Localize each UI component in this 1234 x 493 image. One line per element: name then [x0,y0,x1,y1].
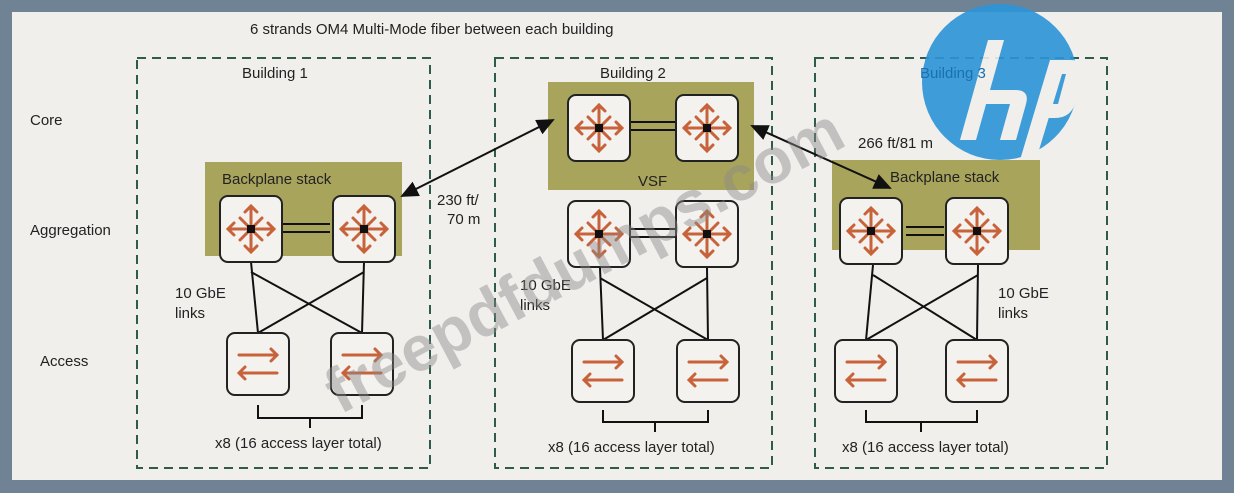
brace [865,410,978,432]
building-2-label: Building 2 [600,65,666,82]
access-total: x8 (16 access layer total) [842,439,1009,456]
brace [602,410,709,432]
access-switch-icon [225,331,291,397]
brace [257,405,363,428]
layer-label-core: Core [30,112,63,129]
distance-b1-b2: 230 ft/70 m [437,192,480,228]
layer-label-access: Access [40,353,88,370]
fiber-link-b2-b3 [750,125,892,189]
fiber-link-b1-b2 [400,119,555,197]
layer-label-aggregation: Aggregation [30,222,111,239]
stack-label: Backplane stack [222,171,332,188]
access-switch-icon [675,338,741,404]
access-switch-icon [944,338,1010,404]
access-total: x8 (16 access layer total) [548,439,715,456]
distance-b2-b3: 266 ft/81 m [858,135,933,152]
aggregation-switch-icon [218,194,284,264]
stack-label: VSF [638,173,667,190]
access-switch-icon [570,338,636,404]
stack-label: Backplane stack [890,169,1000,186]
building-1-label: Building 1 [242,65,308,82]
building-3-label: Building 3 [920,65,986,82]
aggregation-switch-icon [944,196,1010,266]
aggregation-switch-icon [838,196,904,266]
diagram-title: 6 strands OM4 Multi-Mode fiber between e… [250,21,614,38]
core-switch-icon [566,93,632,163]
aggregation-switch-icon [331,194,397,264]
access-total: x8 (16 access layer total) [215,435,382,452]
hp-logo [922,4,1085,160]
access-switch-icon [833,338,899,404]
